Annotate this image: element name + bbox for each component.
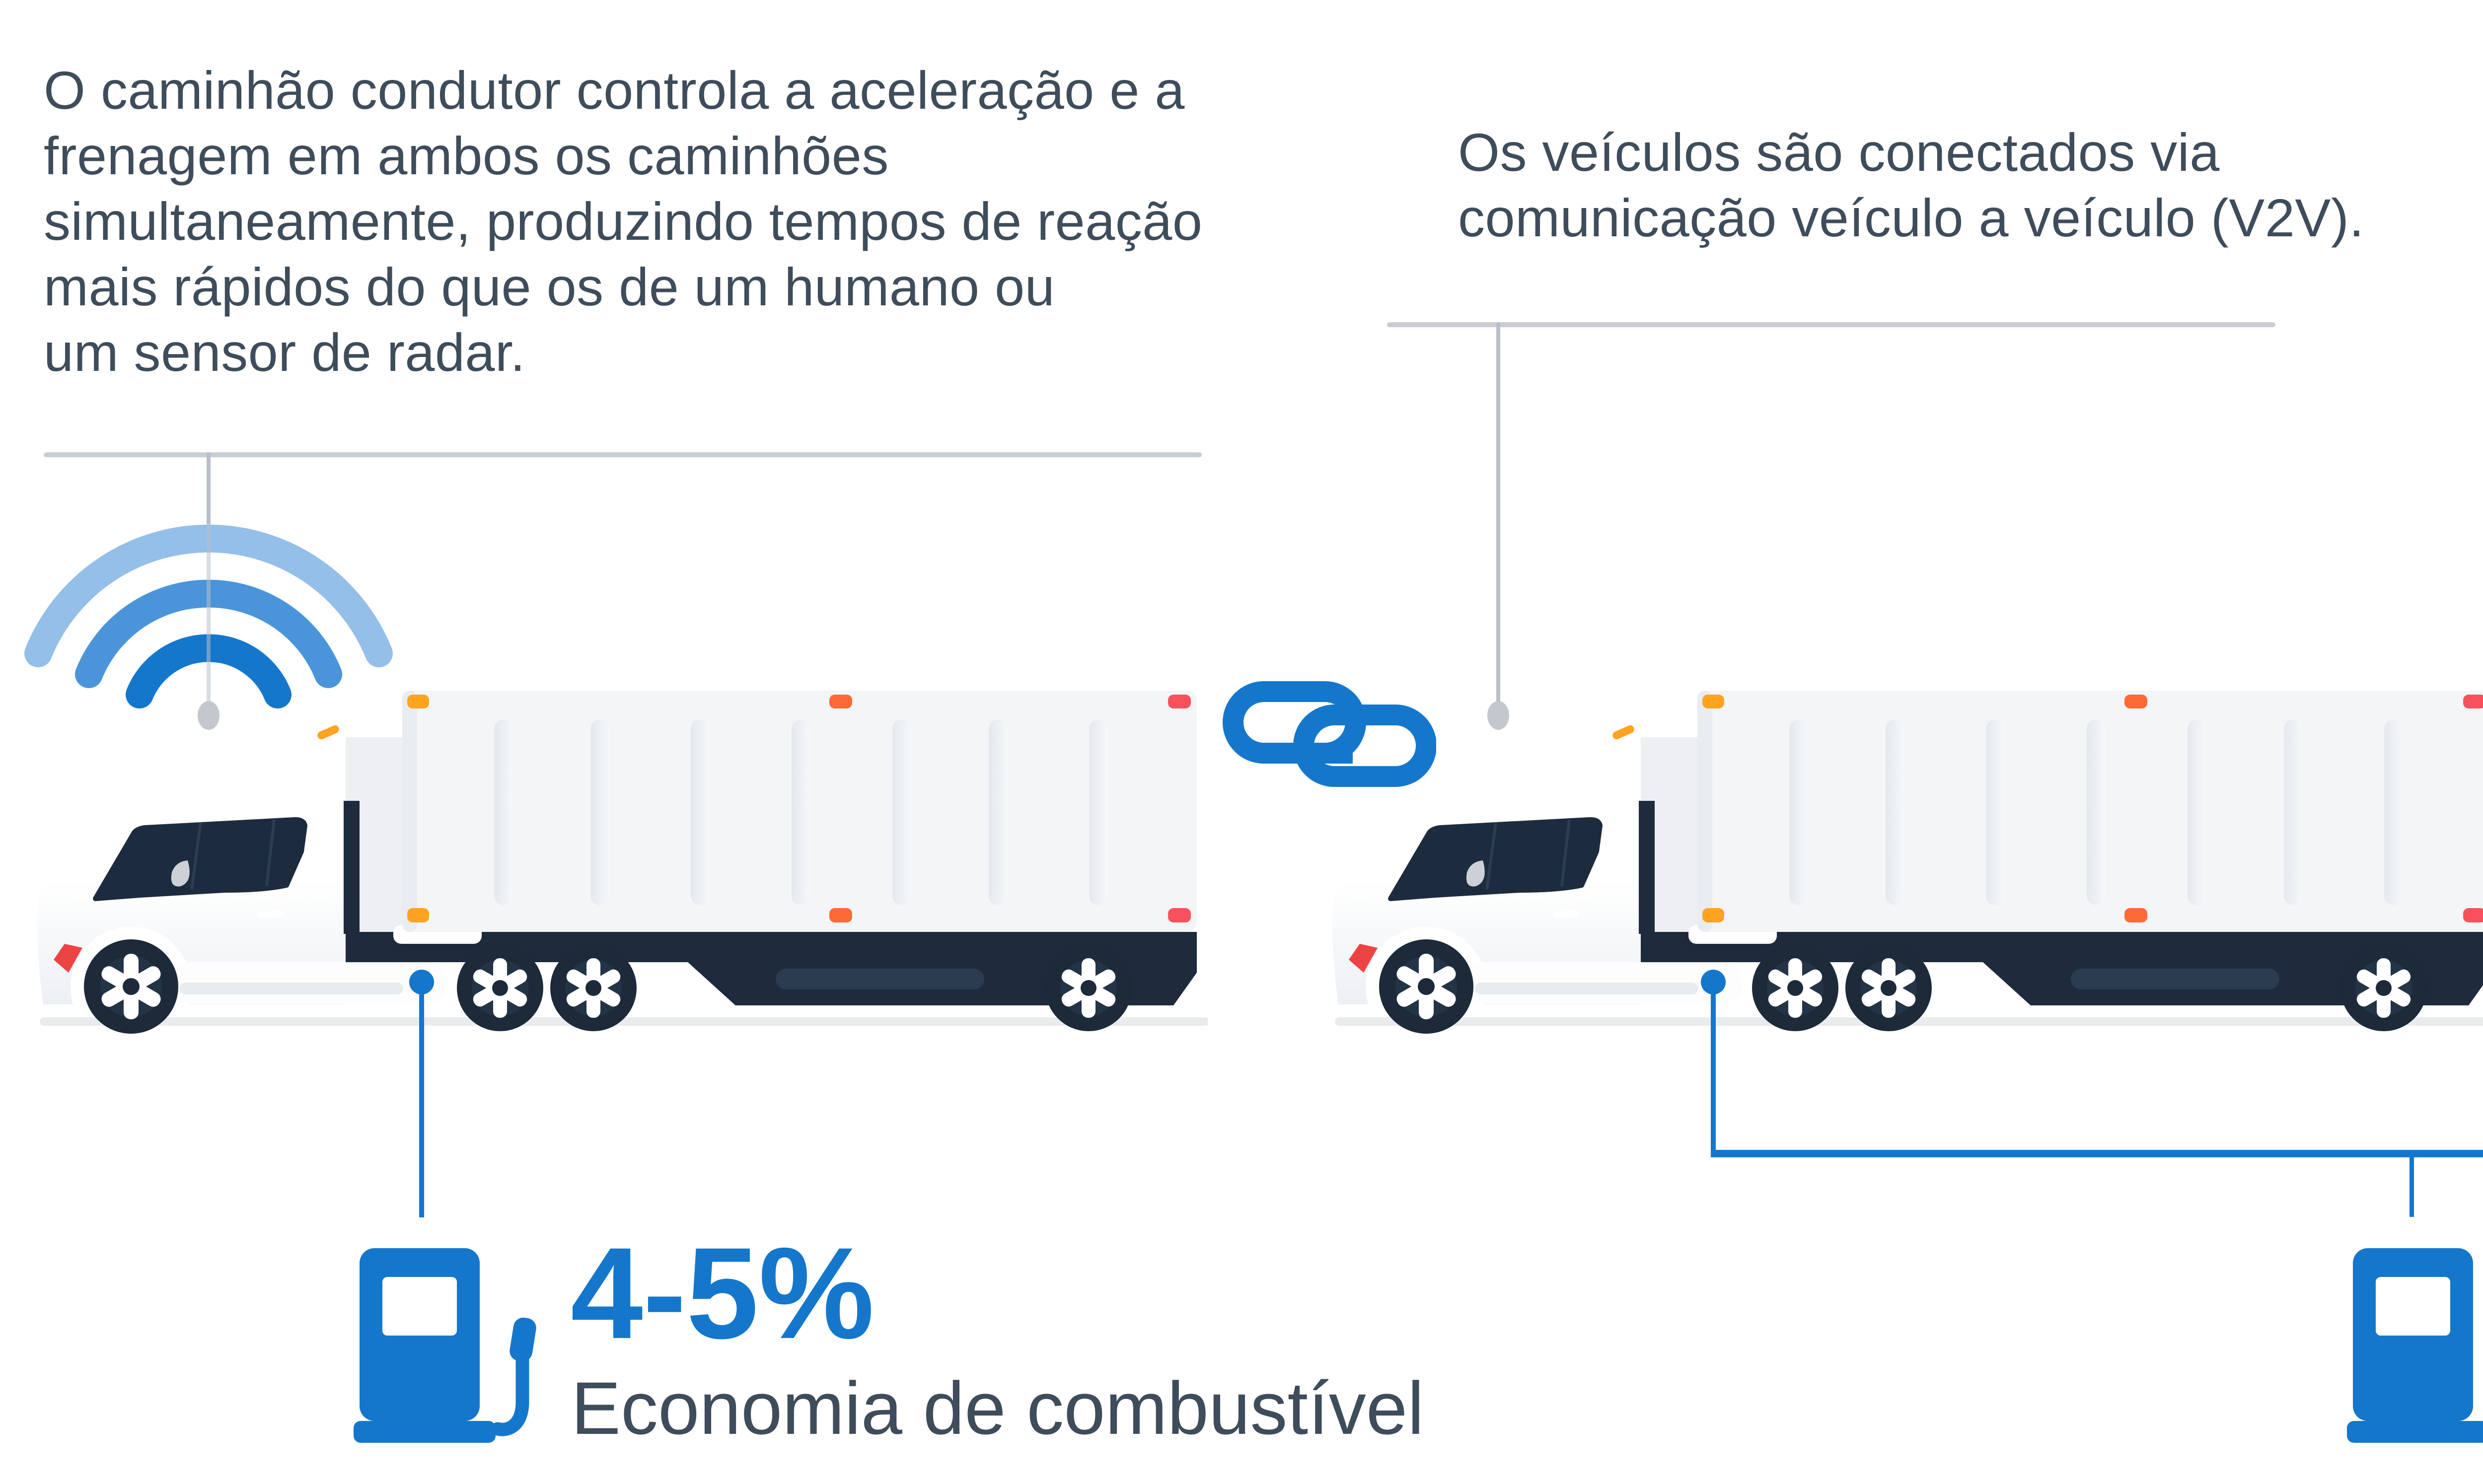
annotation-line: mais rápidos do que os de um humano ou — [44, 257, 1055, 317]
annotation-line: Os veículos são conectados via — [1458, 122, 2220, 182]
annotation-line: simultaneamente, produzindo tempos de re… — [44, 191, 1203, 251]
annotation-line: frenagem em ambos os caminhões — [44, 126, 889, 186]
callout-connector-1 — [207, 452, 211, 524]
truck-lead — [16, 688, 1208, 1035]
fuel-pump-icon — [2347, 1244, 2483, 1443]
annotation-line: um sensor de radar. — [44, 322, 526, 382]
annotation-lead-truck: O caminhão condutor controla a aceleraçã… — [44, 58, 1202, 385]
callout-connector-2 — [1496, 322, 1500, 703]
chain-link-icon — [1223, 681, 1436, 795]
stat-connector-left — [419, 994, 424, 1217]
annotation-line: O caminhão condutor controla a aceleraçã… — [44, 60, 1185, 120]
callout-rule-1 — [44, 452, 1202, 457]
annotation-v2v: Os veículos são conectados via comunicaç… — [1458, 120, 2364, 251]
connector-dot-truck1 — [409, 970, 434, 994]
bracket-stub — [2410, 1157, 2414, 1217]
gray-teardrop-dot — [198, 701, 219, 730]
truck-middle — [1311, 688, 2483, 1035]
bracket-bar — [1711, 1150, 2483, 1157]
gray-teardrop-dot — [1487, 701, 1509, 730]
fuel-pump-icon — [354, 1244, 562, 1443]
connector-dot-truck2 — [1701, 970, 1726, 994]
fuel-saving-value-left: 4-5% — [571, 1220, 875, 1366]
bracket-left-leg — [1711, 994, 1716, 1154]
callout-rule-2 — [1387, 322, 2275, 327]
fuel-saving-label-left: Economia de combustível — [571, 1366, 1424, 1450]
callout-connector-1b — [207, 524, 211, 703]
annotation-line: comunicação veículo a veículo (V2V). — [1458, 188, 2364, 248]
